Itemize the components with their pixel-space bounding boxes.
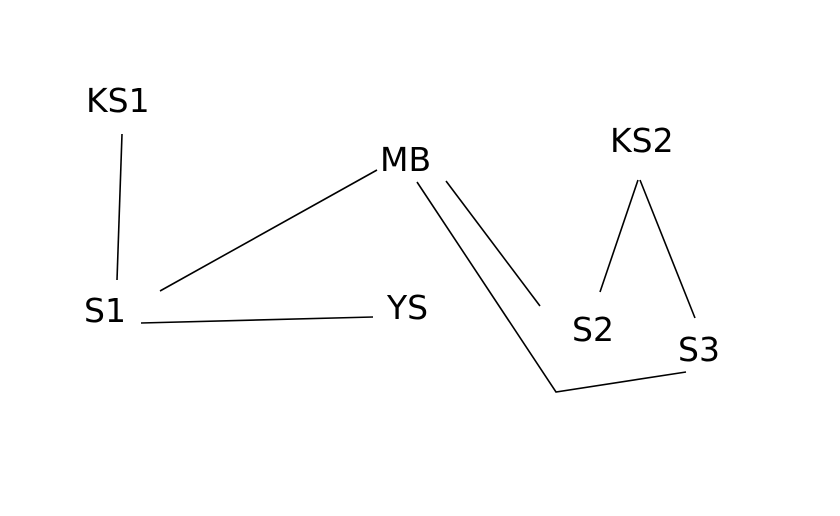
edge-s1-ys xyxy=(140,316,374,324)
edges xyxy=(116,133,696,393)
edge-mb-s3 xyxy=(416,181,687,393)
edge-ks2-s3 xyxy=(639,179,696,319)
nodes: KS1 S1 MB YS KS2 S2 S3 xyxy=(84,81,720,369)
node-ks2: KS2 xyxy=(610,121,674,160)
edge-ks1-s1 xyxy=(116,133,123,281)
edge-s1-mb xyxy=(159,169,378,292)
node-mb: MB xyxy=(380,140,431,179)
node-s3: S3 xyxy=(678,330,720,369)
edge-ks2-s2 xyxy=(599,179,639,293)
node-ks1: KS1 xyxy=(86,81,150,120)
node-s1: S1 xyxy=(84,291,126,330)
edge-mb-s2 xyxy=(445,180,541,307)
node-ys: YS xyxy=(386,288,428,327)
node-s2: S2 xyxy=(572,310,614,349)
